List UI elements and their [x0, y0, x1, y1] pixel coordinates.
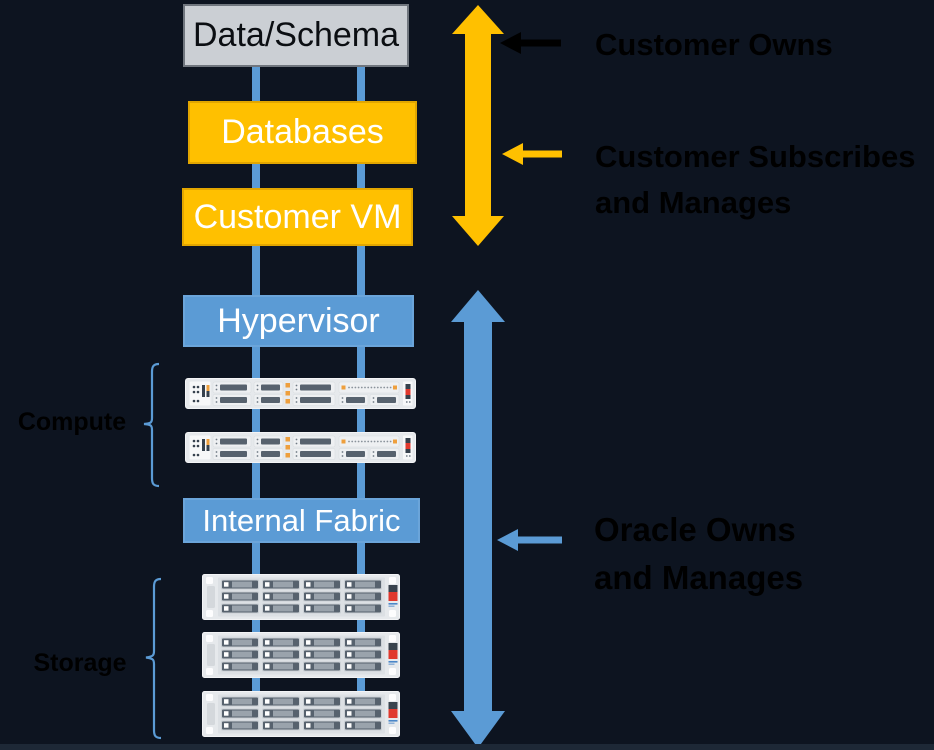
storage-server-svg — [202, 632, 400, 678]
box-databases: Databases — [188, 101, 417, 164]
compute-server-icon — [185, 378, 416, 409]
storage-server-icon — [202, 691, 400, 737]
customer-subscribes-label: Customer Subscribes and Manages — [595, 134, 915, 226]
storage-bracket — [145, 577, 162, 740]
oracle-owns-pointer-arrow — [497, 529, 562, 551]
storage-server-icon — [202, 574, 400, 620]
customer-subscribes-pointer-arrow — [502, 143, 562, 165]
storage-server-svg — [202, 691, 400, 737]
oracle-owns-label: Oracle Owns and Manages — [594, 506, 803, 602]
storage-group-label: Storage — [33, 649, 127, 677]
compute-server-svg — [185, 432, 416, 463]
oracle-scope-arrow — [451, 290, 505, 748]
compute-server-svg — [185, 378, 416, 409]
box-customer-vm: Customer VM — [182, 188, 413, 246]
box-hypervisor: Hypervisor — [183, 295, 414, 347]
customer-owns-label: Customer Owns — [595, 27, 833, 62]
box-data-schema: Data/Schema — [183, 4, 409, 67]
oracle-owns-line1: Oracle Owns — [594, 511, 796, 548]
connector-line-left — [252, 36, 260, 702]
storage-server-svg — [202, 574, 400, 620]
customer-owns-pointer-arrow — [500, 32, 561, 54]
customer-subscribes-line2: and Manages — [595, 185, 792, 220]
box-internal-fabric: Internal Fabric — [183, 498, 420, 543]
compute-bracket — [143, 362, 160, 488]
customer-scope-arrow — [452, 5, 504, 246]
compute-server-icon — [185, 432, 416, 463]
compute-group-label: Compute — [17, 408, 127, 436]
customer-subscribes-line1: Customer Subscribes — [595, 139, 916, 174]
footer-strip — [0, 744, 934, 750]
oracle-owns-line2: and Manages — [594, 559, 804, 596]
storage-server-icon — [202, 632, 400, 678]
connector-line-right — [357, 36, 365, 702]
